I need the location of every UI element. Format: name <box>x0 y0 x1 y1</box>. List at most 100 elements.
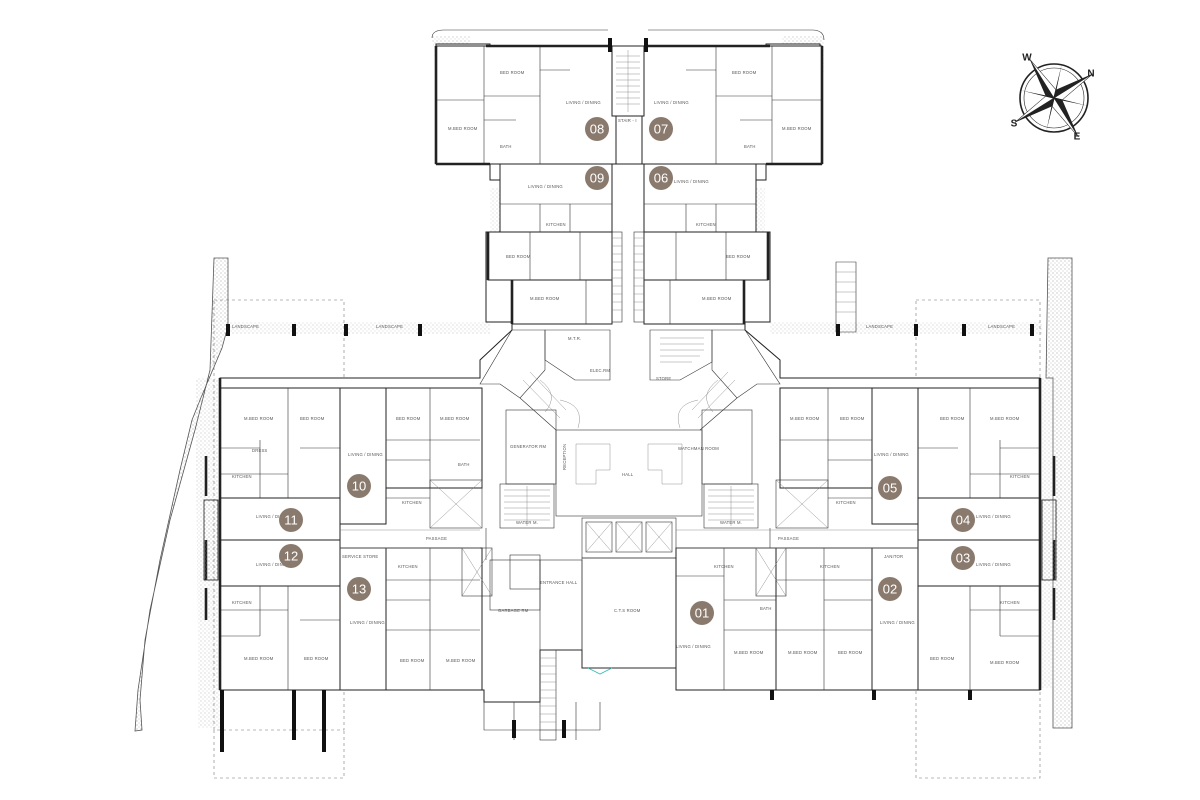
unit-badge-circle <box>585 117 609 141</box>
room-label: BATH <box>500 144 512 149</box>
room-label: BED ROOM <box>304 656 329 661</box>
room-label: KITCHEN <box>232 600 252 605</box>
room-label: BED ROOM <box>506 254 531 259</box>
room-label: M.BED ROOM <box>990 416 1020 421</box>
structural-columns <box>220 38 1034 752</box>
room-label: KITCHEN <box>232 474 252 479</box>
unit-badge-circle <box>347 474 371 498</box>
room-label: BED ROOM <box>930 656 955 661</box>
unit-badge-02[interactable]: 02 <box>878 577 902 601</box>
room-label: WATER M. <box>516 520 538 525</box>
landscape-label: LANDSCAPE <box>376 324 403 329</box>
unit-badge-04[interactable]: 04 <box>951 508 975 532</box>
room-label: BED ROOM <box>838 650 863 655</box>
room-label: ELEC.RM <box>590 368 610 373</box>
room-label: WATCHMAN ROOM <box>678 446 719 451</box>
room-label: HALL <box>622 472 634 477</box>
compass-rose: N E S W <box>1011 53 1095 143</box>
unit-label: 10 <box>352 479 366 494</box>
room-label: LIVING / DINING <box>676 644 711 649</box>
compass-south-label: S <box>1011 119 1018 130</box>
room-label: LIVING / DINING <box>880 620 915 625</box>
north-wing <box>434 44 824 325</box>
unit-badge-12[interactable]: 12 <box>279 544 303 568</box>
unit-badge-circle <box>279 544 303 568</box>
unit-badge-05[interactable]: 05 <box>878 476 902 500</box>
unit-label: 07 <box>654 122 668 137</box>
room-label: BED ROOM <box>732 70 757 75</box>
unit-badge-03[interactable]: 03 <box>951 546 975 570</box>
unit-label: 13 <box>352 582 366 597</box>
room-label: LIVING / DINING <box>350 620 385 625</box>
landscape-label: LANDSCAPE <box>232 324 259 329</box>
room-label: M.BED ROOM <box>990 660 1020 665</box>
room-label: BED ROOM <box>940 416 965 421</box>
room-label: BED ROOM <box>300 416 325 421</box>
west-wing <box>203 378 493 691</box>
room-label: KITCHEN <box>546 222 566 227</box>
room-label: LIVING / DINING <box>674 179 709 184</box>
room-label: LIVING / DINING <box>256 514 291 519</box>
room-label: WATER M. <box>720 520 742 525</box>
unit-badge-09[interactable]: 09 <box>585 166 609 190</box>
unit-badge-circle <box>649 117 673 141</box>
room-label: M.BED ROOM <box>788 650 818 655</box>
room-label: M.T.R. <box>568 336 581 341</box>
landscape-label: LANDSCAPE <box>866 324 893 329</box>
unit-badge-circle <box>690 601 714 625</box>
unit-badge-circle <box>347 577 371 601</box>
unit-badge-circle <box>951 508 975 532</box>
room-label: LIVING / DINING <box>976 514 1011 519</box>
room-label: KITCHEN <box>1010 474 1030 479</box>
room-label: LIVING / DINING <box>256 562 291 567</box>
room-label: BED ROOM <box>400 658 425 663</box>
compass-north-label: N <box>1087 69 1094 80</box>
room-label: STORE <box>656 376 671 381</box>
room-label: M.BED ROOM <box>244 656 274 661</box>
room-label: KITCHEN <box>402 500 422 505</box>
room-label: LIVING / DINING <box>976 562 1011 567</box>
room-label: BED ROOM <box>396 416 421 421</box>
unit-label: 08 <box>590 122 604 137</box>
room-label: BATH <box>458 462 470 467</box>
unit-badge-07[interactable]: 07 <box>649 117 673 141</box>
room-label: M.BED ROOM <box>702 296 732 301</box>
room-label: M.BED ROOM <box>448 126 478 131</box>
room-label: ENTRANCE HALL <box>540 580 578 585</box>
room-label: M.BED ROOM <box>734 650 764 655</box>
room-label: DRESS <box>252 448 267 453</box>
unit-badge-13[interactable]: 13 <box>347 577 371 601</box>
room-label: GARBAGE RM <box>498 608 529 613</box>
unit-label: 03 <box>956 551 970 566</box>
unit-label: 06 <box>654 171 668 186</box>
unit-label: 04 <box>956 513 970 528</box>
landscape-label: LANDSCAPE <box>988 324 1015 329</box>
unit-badge-circle <box>878 476 902 500</box>
room-label: M.BED ROOM <box>440 416 470 421</box>
room-label: PASSAGE <box>778 536 799 541</box>
unit-label: 05 <box>883 481 897 496</box>
room-label: KITCHEN <box>1000 600 1020 605</box>
room-label: BED ROOM <box>500 70 525 75</box>
unit-badge-11[interactable]: 11 <box>279 508 303 532</box>
unit-badge-10[interactable]: 10 <box>347 474 371 498</box>
room-label: GENERATOR RM <box>510 444 547 449</box>
unit-badge-01[interactable]: 01 <box>690 601 714 625</box>
room-label: C.T.S ROOM <box>614 608 641 613</box>
compass-inner-ring <box>1023 67 1085 129</box>
room-label: KITCHEN <box>696 222 716 227</box>
room-labels: BED ROOM M.BED ROOM LIVING / DINING BED … <box>232 70 1030 665</box>
unit-badge-circle <box>951 546 975 570</box>
unit-label: 09 <box>590 171 604 186</box>
room-label: BED ROOM <box>840 416 865 421</box>
unit-label: 02 <box>883 582 897 597</box>
room-label: M.BED ROOM <box>782 126 812 131</box>
east-wing <box>675 378 1057 691</box>
room-label: KITCHEN <box>820 564 840 569</box>
room-label: BATH <box>744 144 756 149</box>
unit-badge-08[interactable]: 08 <box>585 117 609 141</box>
room-label: PASSAGE <box>426 536 447 541</box>
unit-badge-circle <box>649 166 673 190</box>
unit-badge-06[interactable]: 06 <box>649 166 673 190</box>
room-label: SERVICE STORE <box>342 554 378 559</box>
